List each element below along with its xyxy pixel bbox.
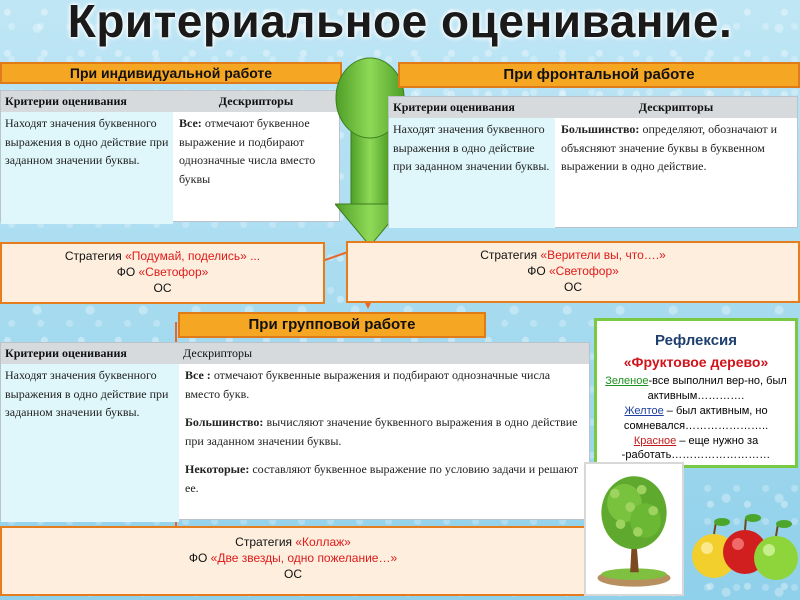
- strategy-name: «Коллаж»: [295, 535, 350, 549]
- fo-name: «Две звезды, одно пожелание…»: [211, 551, 397, 565]
- strategy-bottom: Стратегия «Коллаж» ФО «Две звезды, одно …: [0, 526, 586, 596]
- green-text: -все выполнил вер-но, был активным………….: [648, 375, 787, 402]
- individual-descriptors: Все: отмечают буквенное выражение и подб…: [173, 112, 339, 224]
- descriptor-some: Некоторые: составляют буквенное выражени…: [185, 460, 583, 497]
- strategy-name: «Верители вы, что….»: [540, 248, 665, 262]
- os-label: ОС: [2, 280, 323, 296]
- apples-image: [690, 508, 800, 596]
- fruit-tree-image: [584, 462, 684, 596]
- descriptor-majority-label: Большинство:: [561, 122, 639, 136]
- group-descriptors: Все : отмечают буквенные выражения и под…: [179, 364, 589, 522]
- frontal-criteria: Находят значения буквенного выражения в …: [389, 118, 555, 228]
- group-criteria: Находят значения буквенного выражения в …: [1, 364, 179, 522]
- group-table-header: Критерии оценивания Дескрипторы: [1, 343, 589, 364]
- col-criteria: Критерии оценивания: [1, 343, 179, 364]
- fo-label: ФО: [189, 551, 211, 565]
- frontal-table: Критерии оценивания Дескрипторы Находят …: [388, 96, 798, 228]
- individual-table-header: Критерии оценивания Дескрипторы: [1, 91, 339, 112]
- descriptor-all: Все : отмечают буквенные выражения и под…: [185, 366, 583, 403]
- yellow-label: Желтое: [624, 405, 663, 417]
- individual-header: При индивидуальной работе: [0, 62, 342, 84]
- descriptor-some-label: Некоторые:: [185, 462, 249, 476]
- reflection-panel: Рефлексия «Фруктовое дерево» Зеленое-все…: [594, 318, 798, 468]
- reflection-yellow: Желтое – был активным, но сомневался……………: [603, 404, 789, 434]
- individual-table: Критерии оценивания Дескрипторы Находят …: [0, 90, 340, 222]
- strategy-right: Стратегия «Верители вы, что….» ФО «Свето…: [346, 241, 800, 303]
- green-apple-icon: [754, 520, 798, 580]
- fo-label: ФО: [117, 265, 139, 279]
- individual-criteria: Находят значения буквенного выражения в …: [1, 112, 173, 224]
- descriptor-all-text: отмечают буквенные выражения и подбирают…: [185, 368, 550, 401]
- strategy-label: Стратегия: [480, 248, 540, 262]
- col-descriptors: Дескрипторы: [555, 97, 797, 118]
- col-criteria: Критерии оценивания: [389, 97, 555, 118]
- fo-name: «Светофор»: [139, 265, 209, 279]
- reflection-title: Рефлексия: [603, 331, 789, 351]
- col-criteria: Критерии оценивания: [1, 91, 173, 112]
- frontal-header: При фронтальной работе: [398, 62, 800, 88]
- col-descriptors: Дескрипторы: [173, 91, 339, 112]
- frontal-descriptors: Большинство: определяют, обозначают и об…: [555, 118, 797, 228]
- descriptor-majority-label: Большинство:: [185, 415, 263, 429]
- descriptor-all-label: Все :: [185, 368, 211, 382]
- reflection-subtitle: «Фруктовое дерево»: [603, 353, 789, 372]
- descriptor-majority: Большинство: вычисляют значение буквенно…: [185, 413, 583, 450]
- col-descriptors: Дескрипторы: [179, 343, 589, 364]
- fo-name: «Светофор»: [549, 264, 619, 278]
- group-table: Критерии оценивания Дескрипторы Находят …: [0, 342, 590, 520]
- descriptor-all-label: Все:: [179, 116, 202, 130]
- strategy-label: Стратегия: [235, 535, 295, 549]
- os-label: ОС: [348, 279, 798, 295]
- os-label: ОС: [2, 566, 584, 582]
- reflection-green: Зеленое-все выполнил вер-но, был активны…: [603, 374, 789, 404]
- group-header: При групповой работе: [178, 312, 486, 338]
- strategy-label: Стратегия: [65, 249, 125, 263]
- fo-label: ФО: [527, 264, 549, 278]
- page-title: Критериальное оценивание.: [0, 0, 800, 48]
- red-label: Красное: [634, 435, 676, 447]
- strategy-left: Стратегия «Подумай, поделись» ... ФО «Св…: [0, 242, 325, 304]
- strategy-name: «Подумай, поделись» ...: [125, 249, 260, 263]
- frontal-table-header: Критерии оценивания Дескрипторы: [389, 97, 797, 118]
- reflection-red: Красное – еще нужно за -работать………………………: [603, 434, 789, 464]
- green-label: Зеленое: [605, 375, 648, 387]
